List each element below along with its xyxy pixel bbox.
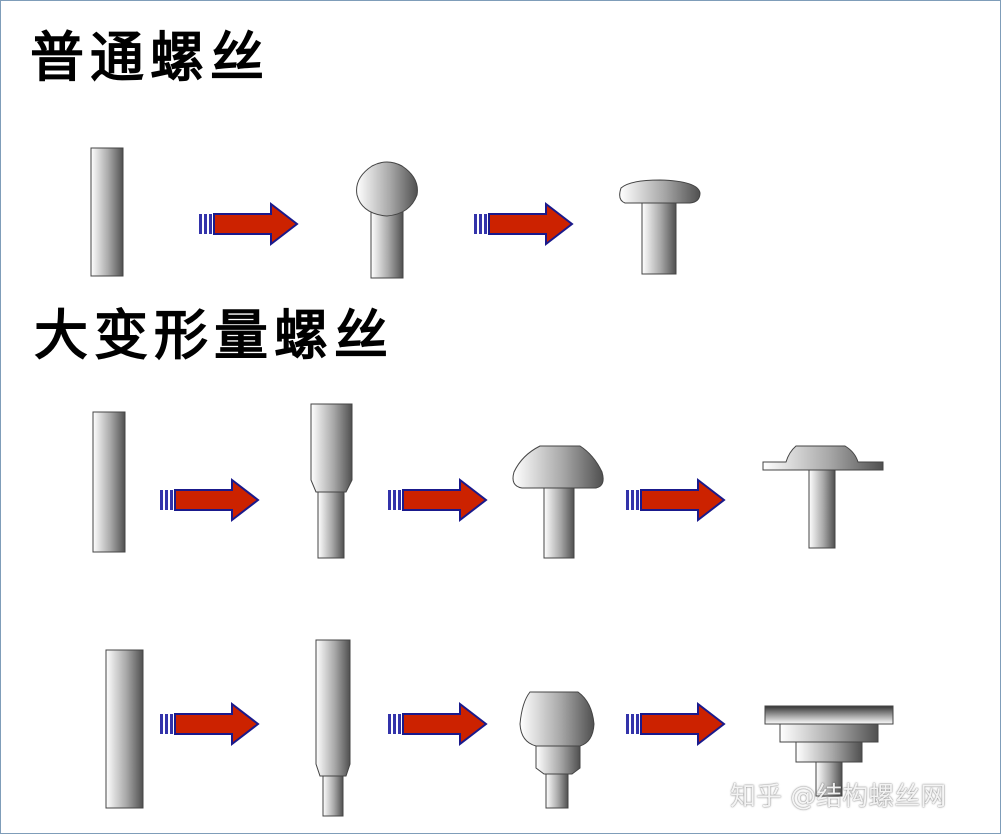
upset-ball-head	[356, 161, 418, 279]
finished-washer-head	[764, 705, 894, 797]
process-arrow-icon	[159, 479, 259, 521]
process-arrow-icon	[198, 203, 298, 245]
pre-upset-stepped-rod	[315, 639, 351, 817]
upset-stepped-dome-head	[519, 691, 595, 809]
blank-rod	[90, 147, 124, 277]
process-arrow-icon	[625, 703, 725, 745]
process-arrow-icon	[625, 479, 725, 521]
finished-flange-head	[762, 445, 884, 549]
row-large-deformation-a	[92, 403, 884, 559]
row-large-deformation-b	[105, 639, 894, 817]
section-title-normal-screw: 普通螺丝	[30, 25, 270, 89]
upset-dome-head	[512, 445, 604, 559]
row-normal-screw	[90, 147, 701, 279]
blank-rod	[105, 649, 144, 809]
section-title-large-deformation-screw: 大变形量螺丝	[34, 303, 394, 367]
finished-flat-head	[619, 179, 701, 275]
watermark-text: 知乎 @结构螺丝网	[730, 782, 947, 812]
process-arrow-icon	[387, 703, 487, 745]
process-arrow-icon	[387, 479, 487, 521]
blank-rod	[92, 411, 126, 553]
process-arrow-icon	[159, 703, 259, 745]
process-arrow-icon	[473, 203, 573, 245]
pre-upset-stepped-rod	[310, 403, 353, 559]
